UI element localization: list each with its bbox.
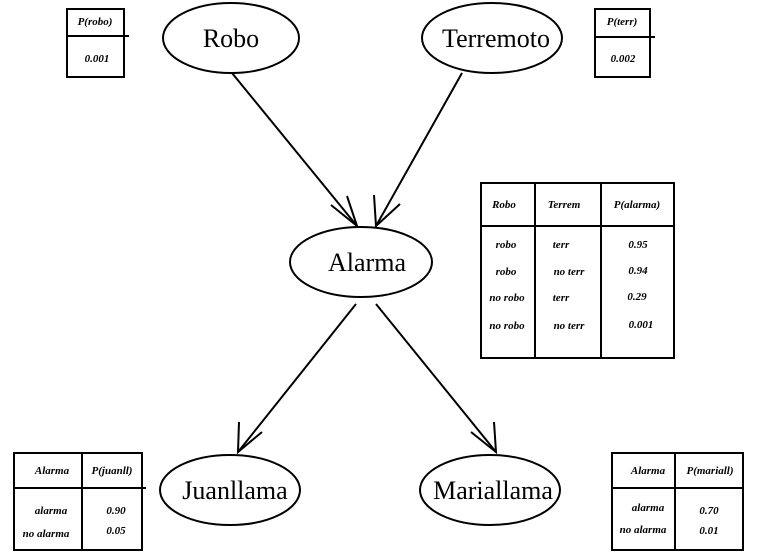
- cpt-alarma-cell: terr: [553, 292, 570, 304]
- cpt-maria-cell: 0.01: [699, 525, 718, 537]
- node-mariallama-shape: [419, 454, 561, 526]
- cpt-alarma-header-palarma: P(alarma): [614, 199, 660, 211]
- edge-alarma-juanllama: [237, 303, 357, 453]
- cpt-alarma-cell: 0.94: [628, 265, 648, 277]
- cpt-robo-border: [66, 8, 125, 78]
- cpt-juan-header-alarma: Alarma: [34, 465, 70, 477]
- cpt-alarma-cell: robo: [496, 266, 517, 278]
- arrowhead-alarma-juanllama: [236, 421, 263, 455]
- edge-alarma-mariallama: [375, 303, 497, 453]
- cpt-terr-border: [594, 8, 651, 78]
- cpt-terr-header: P(terr): [607, 16, 638, 28]
- node-mariallama-label: Mariallama: [433, 476, 553, 505]
- cpt-juan-border: [13, 452, 143, 551]
- edges: [231, 72, 498, 455]
- cpt-robo-header: P(robo): [78, 16, 113, 28]
- edge-robo-alarma: [231, 72, 358, 227]
- cpt-alarma-table: Robo Terrem P(alarma) robo terr 0.95 rob…: [480, 182, 675, 359]
- cpt-alarma-cell: 0.001: [629, 319, 654, 331]
- node-juanllama-label: Juanllama: [182, 476, 288, 505]
- node-juanllama-shape: [159, 454, 301, 526]
- cpt-juan-header-pjuanll: P(juanll): [92, 465, 133, 477]
- cpt-alarma-cell: no terr: [554, 320, 586, 332]
- node-alarma: Alarma: [289, 226, 433, 298]
- cpt-alarma-border: [480, 182, 675, 359]
- cpt-terr-value: 0.002: [611, 53, 636, 65]
- cpt-maria-header-pmariall: P(mariall): [686, 465, 733, 477]
- node-mariallama: Mariallama: [419, 454, 561, 526]
- node-robo: Robo: [162, 2, 300, 74]
- cpt-alarma-cell: 0.95: [628, 239, 648, 251]
- cpt-maria-cell: alarma: [632, 502, 665, 514]
- cpt-juan-cell: no alarma: [23, 528, 70, 540]
- cpt-alarma-cell: no robo: [489, 292, 525, 304]
- node-alarma-shape: [289, 226, 433, 298]
- arrowhead-terremoto-alarma: [373, 194, 401, 229]
- node-terremoto-label: Terremoto: [442, 24, 550, 53]
- cpt-maria-cell: 0.70: [699, 505, 719, 517]
- cpt-alarma-header-robo: Robo: [491, 199, 516, 211]
- cpt-alarma-cell: terr: [553, 239, 570, 251]
- cpt-robo-table: P(robo) 0.001: [66, 8, 129, 78]
- cpt-alarma-cell: no terr: [554, 266, 586, 278]
- cpt-alarma-header-terrem: Terrem: [548, 199, 581, 211]
- edge-terremoto-alarma: [375, 72, 463, 227]
- node-juanllama: Juanllama: [159, 454, 301, 526]
- arrowhead-alarma-mariallama: [470, 421, 498, 455]
- cpt-robo-value: 0.001: [85, 53, 110, 65]
- cpt-alarma-cell: 0.29: [627, 291, 647, 303]
- cpt-terr-table: P(terr) 0.002: [594, 8, 655, 78]
- cpt-juan-cell: 0.05: [106, 525, 126, 537]
- cpt-maria-cell: no alarma: [620, 524, 667, 536]
- node-terremoto-shape: [421, 2, 563, 74]
- cpt-alarma-cell: robo: [496, 239, 517, 251]
- cpt-maria-border: [611, 452, 744, 551]
- node-robo-label: Robo: [203, 24, 259, 53]
- cpt-alarma-cell: no robo: [489, 320, 525, 332]
- cpt-maria-header-alarma: Alarma: [630, 465, 666, 477]
- node-alarma-label: Alarma: [328, 248, 406, 277]
- node-robo-shape: [162, 2, 300, 74]
- cpt-juan-table: Alarma P(juanll) alarma 0.90 no alarma 0…: [13, 452, 146, 551]
- arrowhead-robo-alarma: [330, 195, 360, 229]
- cpt-juan-cell: alarma: [35, 505, 68, 517]
- node-terremoto: Terremoto: [421, 2, 563, 74]
- cpt-maria-table: Alarma P(mariall) alarma 0.70 no alarma …: [611, 452, 744, 551]
- cpt-juan-cell: 0.90: [106, 505, 126, 517]
